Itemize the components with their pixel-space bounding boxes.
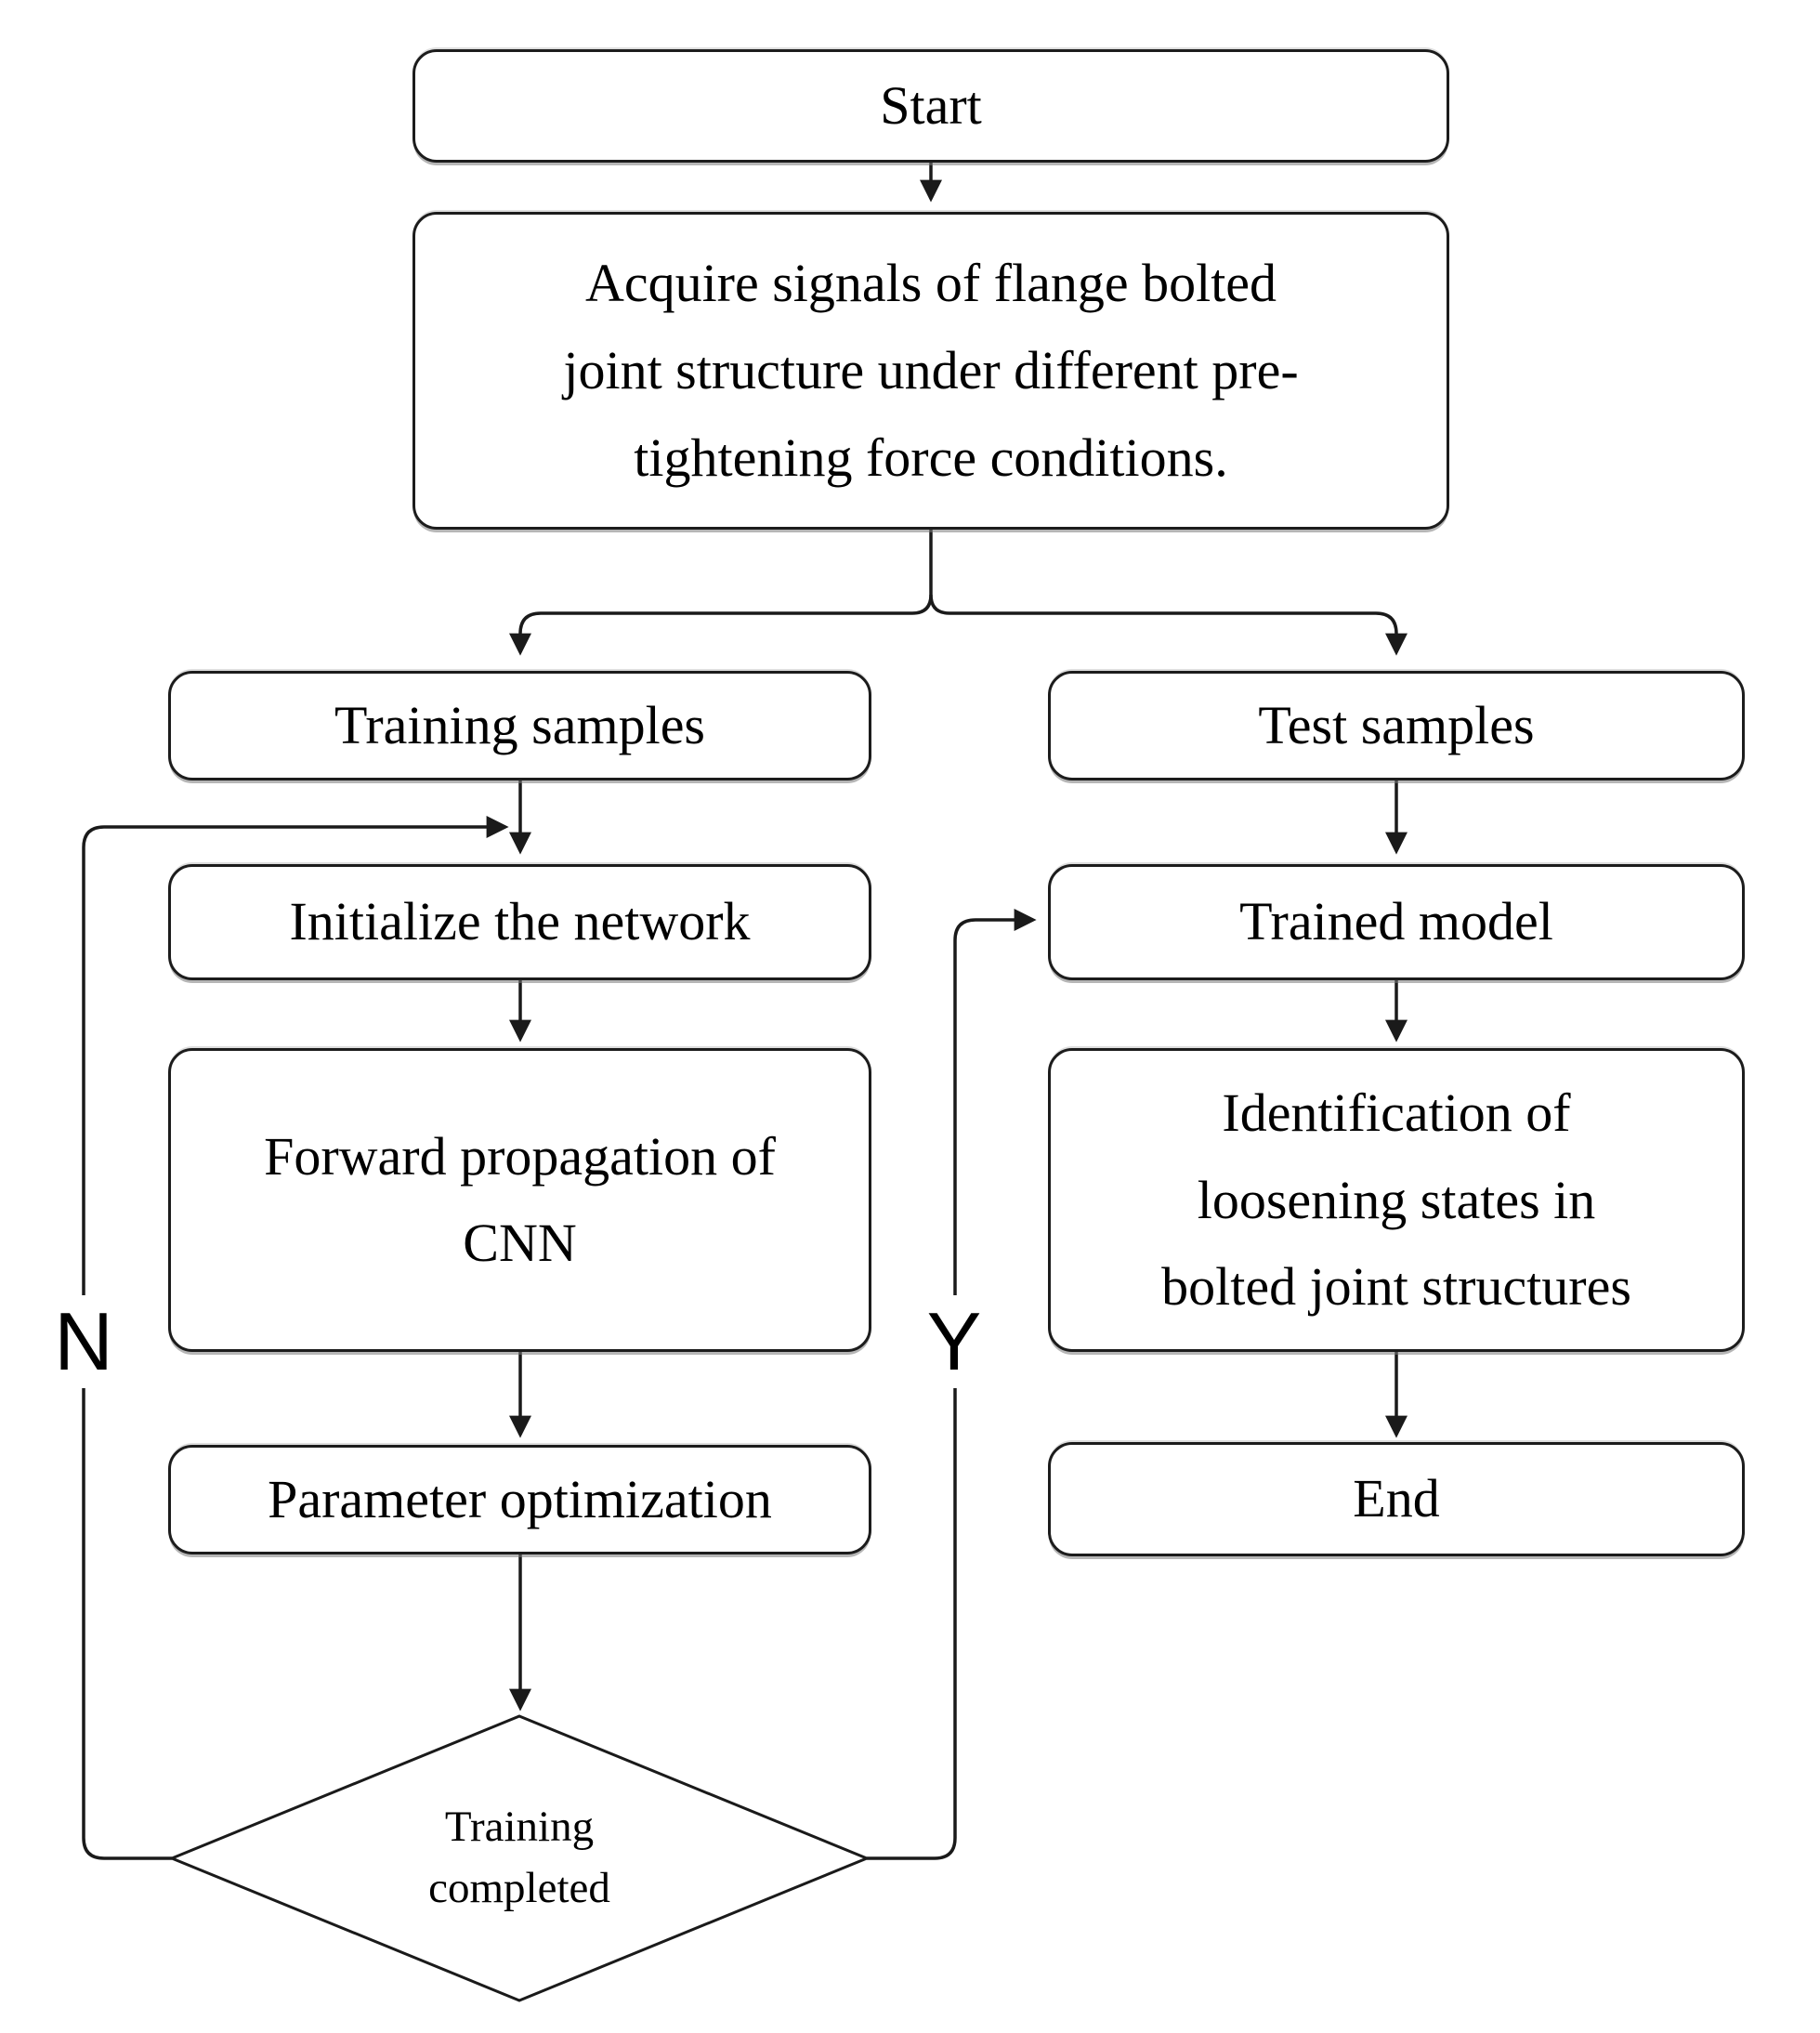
node-acquire-signals: Acquire signals of flange bolted joint s…	[412, 212, 1449, 530]
node-initialize-network: Initialize the network	[168, 864, 871, 980]
node-trained-model: Trained model	[1048, 864, 1745, 980]
edge-label-no-text: N	[54, 1295, 113, 1387]
edge-label-no: N	[39, 1295, 128, 1388]
edge-label-yes: Y	[910, 1295, 999, 1388]
node-parameter-optimization: Parameter optimization	[168, 1445, 871, 1554]
node-forward-propagation-line: Forward propagation of	[264, 1125, 776, 1187]
node-acquire-line: Acquire signals of flange bolted	[584, 253, 1277, 314]
node-training-completed-decision: Training completed	[361, 1779, 677, 1937]
connector-acquire-to-training-samples	[509, 530, 933, 656]
node-end-label: End	[1353, 1468, 1440, 1529]
node-training-samples: Training samples	[168, 671, 871, 780]
node-test-samples-label: Test samples	[1258, 694, 1535, 755]
node-test-samples: Test samples	[1048, 671, 1745, 780]
connector-acquire-to-test-samples	[929, 594, 1408, 656]
node-initialize-network-label: Initialize the network	[289, 891, 751, 952]
node-identification-line: bolted joint structures	[1161, 1256, 1631, 1318]
node-identification-line: Identification of	[1222, 1082, 1571, 1143]
node-identification-line: loosening states in	[1197, 1169, 1596, 1230]
node-identification-loosening-states: Identification of loosening states in bo…	[1048, 1048, 1745, 1352]
connector-decision-yes-to-trained-model	[867, 909, 1037, 1860]
node-start: Start	[412, 49, 1449, 163]
decision-diamond-shape	[168, 1714, 871, 2002]
decision-line: Training	[444, 1803, 595, 1852]
node-acquire-line: tightening force conditions.	[634, 426, 1228, 488]
decision-line: completed	[428, 1864, 610, 1912]
node-acquire-line: joint structure under different pre-	[563, 340, 1299, 401]
node-trained-model-label: Trained model	[1239, 891, 1553, 952]
node-parameter-optimization-label: Parameter optimization	[268, 1468, 772, 1529]
edge-label-yes-text: Y	[926, 1295, 982, 1387]
node-start-label: Start	[880, 74, 982, 136]
node-forward-propagation-cnn: Forward propagation of CNN	[168, 1048, 871, 1352]
node-training-samples-label: Training samples	[334, 694, 706, 755]
node-forward-propagation-line: CNN	[463, 1212, 577, 1273]
node-end: End	[1048, 1442, 1745, 1556]
